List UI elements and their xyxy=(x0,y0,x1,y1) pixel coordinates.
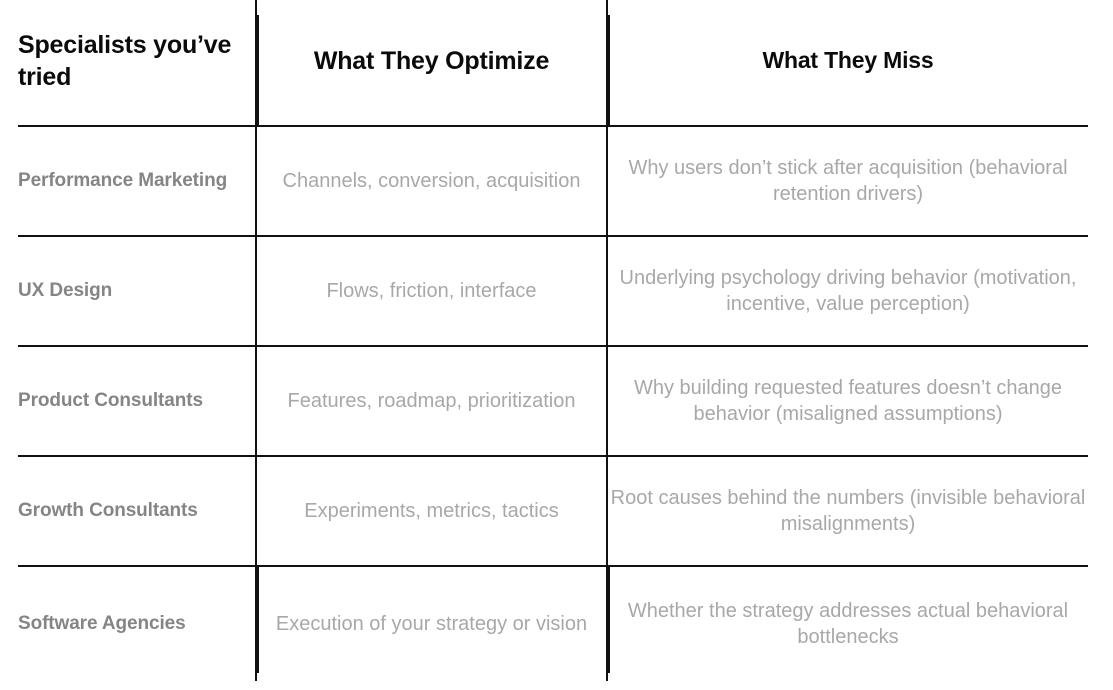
cell-miss: Why users don’t stick after acquisition … xyxy=(606,126,1088,237)
table-grid: Specialists you’ve tried What They Optim… xyxy=(18,0,1088,681)
cell-optimize: Features, roadmap, prioritization xyxy=(255,346,607,457)
column-header-optimize: What They Optimize xyxy=(255,0,607,127)
table-head: Specialists you’ve tried What They Optim… xyxy=(18,0,1088,127)
table-row: Growth Consultants Experiments, metrics,… xyxy=(18,456,1088,567)
cell-miss: Whether the strategy addresses actual be… xyxy=(606,566,1088,681)
table-row: Product Consultants Features, roadmap, p… xyxy=(18,346,1088,457)
cell-miss: Underlying psychology driving behavior (… xyxy=(606,236,1088,347)
cell-miss: Why building requested features doesn’t … xyxy=(606,346,1088,457)
table-row: Software Agencies Execution of your stra… xyxy=(18,566,1088,681)
table-body: Performance Marketing Channels, conversi… xyxy=(18,126,1088,681)
cell-optimize: Flows, friction, interface xyxy=(255,236,607,347)
column-header-specialists: Specialists you’ve tried xyxy=(18,0,256,127)
column-header-miss: What They Miss xyxy=(606,0,1088,127)
cell-specialist: UX Design xyxy=(18,236,256,347)
table-row: UX Design Flows, friction, interface Und… xyxy=(18,236,1088,347)
cell-optimize: Experiments, metrics, tactics xyxy=(255,456,607,567)
table-header-row: Specialists you’ve tried What They Optim… xyxy=(18,0,1088,127)
cell-optimize: Channels, conversion, acquisition xyxy=(255,126,607,237)
cell-specialist: Growth Consultants xyxy=(18,456,256,567)
cell-specialist: Product Consultants xyxy=(18,346,256,457)
cell-optimize: Execution of your strategy or vision xyxy=(255,566,607,681)
cell-miss: Root causes behind the numbers (invisibl… xyxy=(606,456,1088,567)
cell-specialist: Performance Marketing xyxy=(18,126,256,237)
cell-specialist: Software Agencies xyxy=(18,613,186,635)
table-row: Performance Marketing Channels, conversi… xyxy=(18,126,1088,237)
